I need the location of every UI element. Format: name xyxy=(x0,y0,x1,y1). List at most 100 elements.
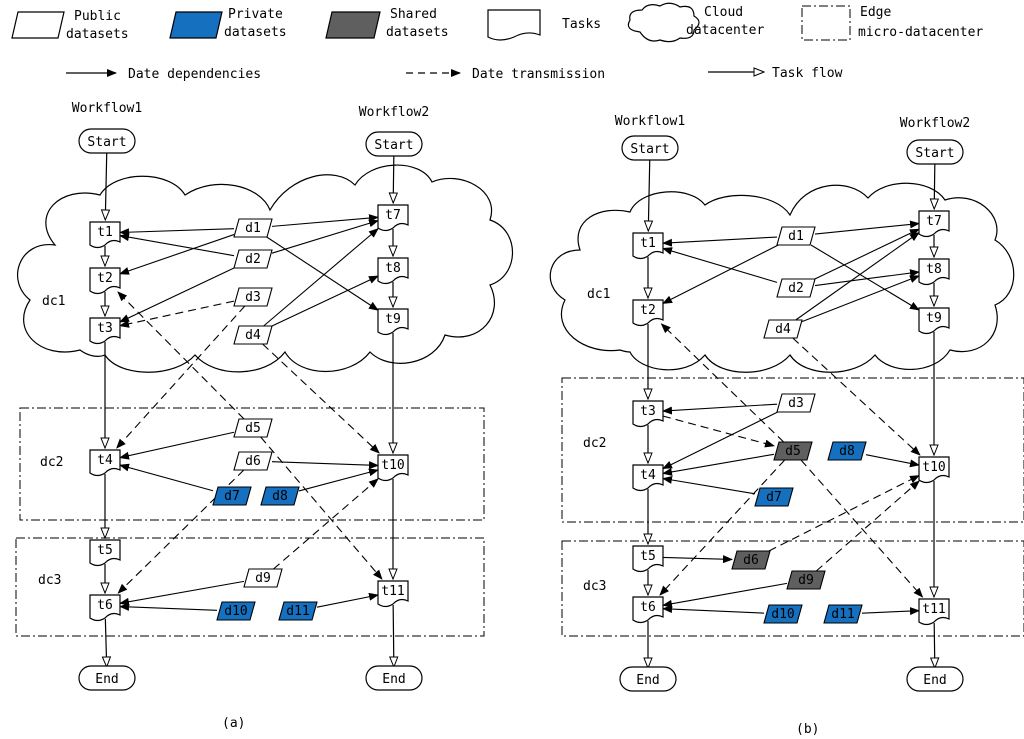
task-label: t5 xyxy=(640,549,656,564)
workflow2-label: Workflow2 xyxy=(900,116,970,131)
task-t11: t11 xyxy=(918,598,950,626)
dataset-d4: d4 xyxy=(763,319,803,339)
dependency-arrow xyxy=(119,233,235,257)
panel-a-caption: (a) xyxy=(222,716,245,731)
dataset-d8: d8 xyxy=(827,441,867,461)
legend-task-flow: Task flow xyxy=(708,66,843,81)
dependency-arrow xyxy=(662,476,756,495)
transmission-arrow xyxy=(262,343,380,454)
task-t4: t4 xyxy=(632,464,664,492)
task-label: t8 xyxy=(926,262,942,277)
panel-b-caption: (b) xyxy=(796,722,819,737)
task-label: t11 xyxy=(381,584,404,599)
dependency-arrow xyxy=(662,605,765,614)
task-label: t6 xyxy=(97,598,113,613)
legend-tasks: Tasks xyxy=(487,9,601,41)
transmission-arrow xyxy=(117,291,245,420)
task-t10: t10 xyxy=(918,456,950,484)
dataset-d3: d3 xyxy=(776,393,816,413)
task-t4: t4 xyxy=(89,449,121,477)
dataset-d5: d5 xyxy=(233,418,273,438)
transmission-arrow xyxy=(815,480,920,572)
dataset-label: d8 xyxy=(272,489,288,504)
task-flow-arrow xyxy=(648,158,650,231)
task-t3: t3 xyxy=(632,400,664,428)
transmission-arrow xyxy=(792,337,921,456)
dependency-arrow xyxy=(801,275,920,323)
dependency-arrow xyxy=(119,228,235,237)
transmission-arrow xyxy=(768,475,920,552)
dependency-arrow xyxy=(662,244,779,304)
dataset-d10: d10 xyxy=(216,601,256,621)
task-label: t9 xyxy=(385,312,401,327)
dependency-arrow xyxy=(263,228,379,327)
dependency-arrow xyxy=(814,220,920,235)
start-node-workflow1: Start xyxy=(78,128,136,154)
dependency-arrow xyxy=(271,461,379,470)
transmission-arrow xyxy=(662,415,775,448)
task-label: t11 xyxy=(922,602,945,617)
dependency-arrow xyxy=(119,580,245,606)
dependency-arrow xyxy=(271,275,379,327)
dataset-label: d5 xyxy=(245,421,261,436)
task-label: t10 xyxy=(381,458,404,473)
dataset-label: d7 xyxy=(224,489,240,504)
workflow1-label: Workflow1 xyxy=(615,114,685,129)
transmission-arrow xyxy=(116,305,246,449)
dataset-label: d9 xyxy=(255,571,271,586)
dataset-d6: d6 xyxy=(233,451,273,471)
task-t8: t8 xyxy=(377,257,409,285)
dataset-label: d3 xyxy=(788,396,804,411)
dependency-arrow xyxy=(119,234,235,275)
task-flow-arrow xyxy=(934,162,935,209)
edges xyxy=(105,151,394,667)
dataset-d2: d2 xyxy=(233,249,273,269)
edge-dc3 xyxy=(15,537,485,637)
task-t1: t1 xyxy=(89,221,121,249)
dataset-d10: d10 xyxy=(763,604,803,624)
region-label-dc2: dc2 xyxy=(583,436,606,451)
start-node-workflow2-label: Start xyxy=(915,146,954,161)
dataset-label: d6 xyxy=(245,454,261,469)
legend-date-dependencies: Date dependencies xyxy=(66,67,261,82)
region-label-dc1: dc1 xyxy=(587,287,610,302)
end-node-workflow2: End xyxy=(365,665,423,691)
dependency-arrow xyxy=(814,269,920,287)
dependency-arrow xyxy=(662,403,778,415)
dataset-label: d1 xyxy=(245,221,261,236)
task-label: t4 xyxy=(97,453,113,468)
task-flow-arrow xyxy=(393,604,394,667)
dataset-d4: d4 xyxy=(233,325,273,345)
dependency-arrow xyxy=(865,454,920,468)
end-node-workflow2: End xyxy=(906,666,964,692)
end-node-workflow1-label: End xyxy=(636,673,659,688)
task-t9: t9 xyxy=(918,307,950,335)
start-node-workflow1-label: Start xyxy=(630,142,669,157)
task-label: t6 xyxy=(640,600,656,615)
task-t10: t10 xyxy=(377,454,409,482)
task-label: t9 xyxy=(926,311,942,326)
dataset-label: d7 xyxy=(766,490,782,505)
transmission-arrow xyxy=(800,459,924,598)
dataset-label: d4 xyxy=(775,322,791,337)
end-node-workflow1: End xyxy=(78,665,136,691)
legend-trans-label: Date transmission xyxy=(472,67,605,82)
task-label: t1 xyxy=(97,225,113,240)
region-label-dc1: dc1 xyxy=(42,294,65,309)
task-t5: t5 xyxy=(632,545,664,573)
task-label: t5 xyxy=(97,543,113,558)
transmission-arrow xyxy=(119,300,235,328)
dataset-label: d3 xyxy=(245,290,261,305)
task-t6: t6 xyxy=(89,594,121,622)
dataset-d7: d7 xyxy=(212,486,252,506)
dependency-arrow xyxy=(119,431,235,460)
